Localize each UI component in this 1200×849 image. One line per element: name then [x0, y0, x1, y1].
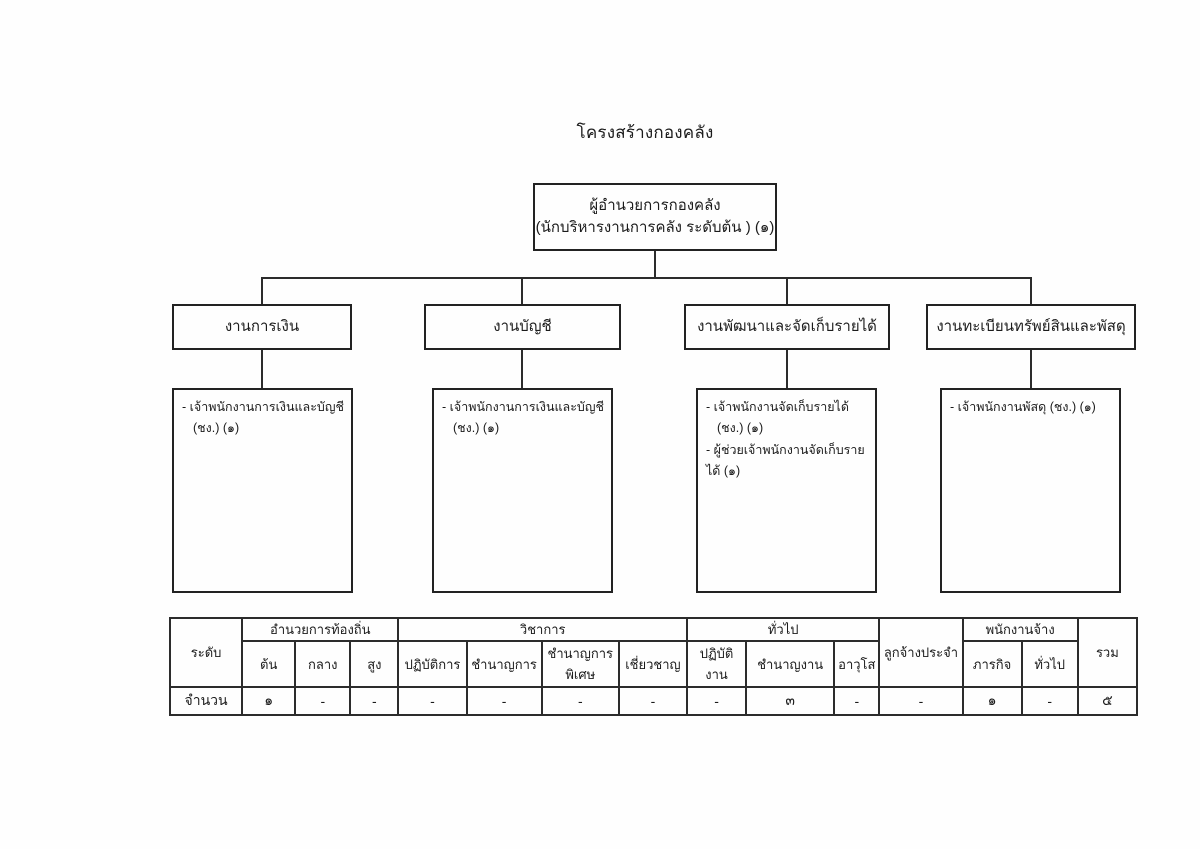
section-label: งานการเงิน: [224, 318, 300, 336]
sub-header-cell: สูง: [349, 640, 400, 688]
document-title: โครงสร้างกองคลัง: [576, 123, 714, 142]
sub-header-cell: ชำนาญการ: [465, 640, 543, 688]
connector-line: [261, 277, 263, 304]
group-header-local-admin: อำนวยการท้องถิ่น: [241, 617, 400, 642]
section-label: งานทะเบียนทรัพย์สินและพัสดุ: [936, 318, 1126, 336]
connector-line: [1030, 350, 1032, 388]
row-label: จำนวน: [168, 686, 244, 716]
section-box-assets: งานทะเบียนทรัพย์สินและพัสดุ: [926, 304, 1136, 350]
row-label-header: ระดับ: [168, 617, 244, 688]
value-cell: -: [349, 686, 400, 716]
connector-line: [786, 350, 788, 388]
sub-header-cell: ทั่วไป: [1020, 640, 1079, 688]
sub-header-cell: ปฏิบัติการ: [397, 640, 468, 688]
section-label: งานบัญชี: [493, 318, 552, 336]
header-total: รวม: [1076, 617, 1139, 688]
staff-line: (ชง.) (๑): [453, 421, 500, 436]
sub-header-cell: ชำนาญการ​พิเศษ: [540, 640, 620, 688]
staff-line: - เจ้าพนักงานการเงินและบัญชี: [442, 400, 604, 414]
section-box-finance: งานการเงิน: [172, 304, 352, 350]
connector-line: [654, 251, 656, 278]
sub-header-cell: กลาง: [294, 640, 352, 688]
group-header-academic: วิชาการ: [397, 617, 688, 642]
staff-line: - ผู้ช่วยเจ้าพนักงานจัดเก็บรายได้ (๑): [706, 442, 865, 478]
staff-line: - เจ้าพนักงานการเงินและบัญชี: [182, 400, 344, 414]
group-header-general: ทั่วไป: [685, 617, 881, 642]
staffing-table: ระดับ อำนวยการท้องถิ่น วิชาการ ทั่วไป ลู…: [168, 617, 1139, 716]
value-cell: -: [878, 686, 964, 716]
value-cell: -: [1020, 686, 1079, 716]
value-cell: ๑: [241, 686, 297, 716]
value-cell: -: [294, 686, 352, 716]
connector-line: [261, 277, 1032, 279]
director-box: ผู้อำนวยการกองคลัง (นักบริหารงานการคลัง …: [533, 183, 777, 251]
value-cell: ๕: [1076, 686, 1139, 716]
director-subtitle: (นักบริหารงานการคลัง ระดับต้น ) (๑): [535, 219, 775, 236]
connector-line: [1030, 277, 1032, 304]
header-permanent-employee: ลูกจ้างประจำ: [878, 617, 964, 688]
connector-line: [521, 277, 523, 304]
section-box-revenue: งานพัฒนาและจัดเก็บรายได้: [684, 304, 890, 350]
value-cell: -: [685, 686, 748, 716]
section-label: งานพัฒนาและจัดเก็บรายได้: [697, 318, 877, 336]
connector-line: [521, 350, 523, 388]
value-cell: -: [833, 686, 881, 716]
sub-header-cell: อาวุโส: [833, 640, 881, 688]
staff-box-finance: - เจ้าพนักงานการเงินและบัญชี (ชง.) (๑): [172, 388, 353, 593]
director-title: ผู้อำนวยการกองคลัง: [589, 197, 721, 215]
sub-header-cell: ปฏิบัติงาน: [685, 640, 748, 688]
group-header-contract-employee: พนักงานจ้าง: [961, 617, 1079, 642]
staff-box-assets: - เจ้าพนักงานพัสดุ (ชง.) (๑): [940, 388, 1121, 593]
value-cell: -: [397, 686, 468, 716]
connector-line: [786, 277, 788, 304]
sub-header-cell: ภารกิจ: [961, 640, 1023, 688]
section-box-accounting: งานบัญชี: [424, 304, 621, 350]
value-cell: ๓: [745, 686, 836, 716]
staff-box-accounting: - เจ้าพนักงานการเงินและบัญชี (ชง.) (๑): [432, 388, 613, 593]
value-cell: -: [617, 686, 688, 716]
staff-line: (ชง.) (๑): [717, 421, 764, 436]
table-row: จำนวน ๑ - - - - - - - ๓ - - ๑ - ๕: [168, 686, 1139, 716]
staff-line: - เจ้าพนักงานพัสดุ (ชง.) (๑): [950, 400, 1096, 414]
staff-line: - เจ้าพนักงานจัดเก็บรายได้: [706, 400, 849, 414]
sub-header-cell: ชำนาญงาน: [745, 640, 836, 688]
staff-line: (ชง.) (๑): [193, 421, 240, 436]
sub-header-cell: ต้น: [241, 640, 297, 688]
staff-box-revenue: - เจ้าพนักงานจัดเก็บรายได้ (ชง.) (๑) - ผ…: [696, 388, 877, 593]
value-cell: ๑: [961, 686, 1023, 716]
sub-header-cell: เชี่ยวชาญ: [617, 640, 688, 688]
value-cell: -: [465, 686, 543, 716]
connector-line: [261, 350, 263, 388]
value-cell: -: [540, 686, 620, 716]
